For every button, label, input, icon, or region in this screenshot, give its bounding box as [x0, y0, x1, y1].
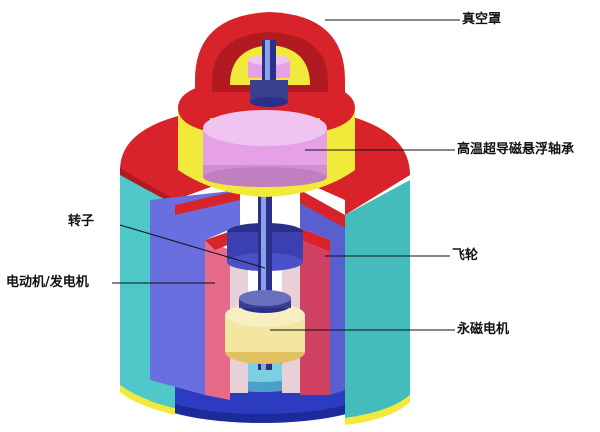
label-permanent-magnet-motor: 永磁电机	[457, 322, 510, 337]
label-motor-generator: 电动机/发电机	[6, 275, 89, 290]
label-rotor: 转子	[68, 214, 95, 229]
leader-lines	[112, 19, 460, 331]
permanent-magnet-ring	[225, 290, 305, 364]
flywheel	[150, 190, 345, 395]
hts-bearing	[203, 110, 327, 187]
label-flywheel: 飞轮	[452, 248, 479, 263]
vacuum-dome	[195, 12, 345, 107]
leader-rotor	[119, 224, 266, 269]
label-hts-bearing: 高温超导磁悬浮轴承	[457, 142, 575, 157]
label-vacuum-cover: 真空罩	[462, 12, 502, 27]
